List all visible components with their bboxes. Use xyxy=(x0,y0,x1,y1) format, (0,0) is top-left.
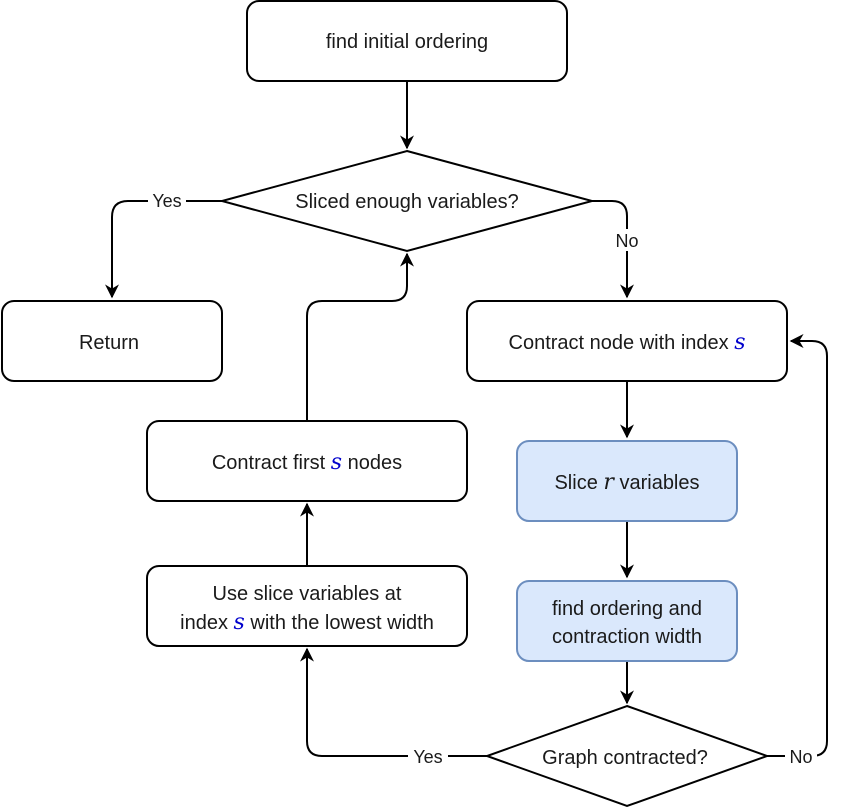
node-return: Return xyxy=(1,300,223,382)
node-contract-node-with-index: Contract node with index s xyxy=(466,300,788,382)
node-use-slice-variables: Use slice variables at index s with the … xyxy=(146,565,468,647)
edge-graph-no-to-contract-node xyxy=(767,334,828,757)
variable-s: s xyxy=(331,450,342,475)
edge-label-graph-no: No xyxy=(789,747,812,767)
node-use-slice-line2-prefix: index xyxy=(180,612,233,634)
node-find-initial-ordering-label: find initial ordering xyxy=(326,31,488,53)
node-contract-first-s-nodes: Contract first s nodes xyxy=(146,420,468,502)
node-use-slice-line1: Use slice variables at xyxy=(213,583,402,605)
variable-s: s xyxy=(234,610,245,635)
edge-labels: Yes No Yes No xyxy=(148,189,817,767)
edge-label-sliced-no: No xyxy=(615,231,638,251)
node-contract-node-label: Contract node with index s xyxy=(509,330,746,355)
variable-r: r xyxy=(603,470,615,495)
node-contract-node-prefix: Contract node with index xyxy=(509,332,735,354)
node-graph-contracted-label: Graph contracted? xyxy=(542,747,708,769)
node-return-label: Return xyxy=(79,332,139,354)
edges xyxy=(105,81,828,757)
node-find-ordering-and-width: find ordering and contraction width xyxy=(516,580,738,662)
node-graph-contracted-decision: Graph contracted? xyxy=(484,704,770,808)
edge-sliced-yes-to-return xyxy=(105,200,222,299)
node-find-ordering-line1: find ordering and xyxy=(552,598,702,620)
node-contract-first-prefix: Contract first xyxy=(212,452,331,474)
edge-graph-yes-to-use-slice xyxy=(300,647,487,757)
variable-s: s xyxy=(734,330,745,355)
node-find-ordering-line2: contraction width xyxy=(552,626,702,648)
node-sliced-enough-decision: Sliced enough variables? xyxy=(218,149,596,253)
node-use-slice-line2-suffix: with the lowest width xyxy=(245,612,434,634)
edge-sliced-no-to-contract-node xyxy=(592,200,634,299)
node-slice-r-suffix: variables xyxy=(614,472,700,494)
node-sliced-enough-label: Sliced enough variables? xyxy=(295,191,519,213)
node-contract-first-label: Contract first s nodes xyxy=(212,450,402,475)
node-contract-first-suffix: nodes xyxy=(342,452,402,474)
edge-label-sliced-yes: Yes xyxy=(152,191,181,211)
node-find-initial-ordering: find initial ordering xyxy=(246,0,568,82)
node-slice-r-prefix: Slice xyxy=(554,472,603,494)
edge-contract-first-to-sliced-enough xyxy=(306,252,414,421)
node-slice-r-variables: Slice r variables xyxy=(516,440,738,522)
node-use-slice-line2: index s with the lowest width xyxy=(180,610,434,635)
node-slice-r-label: Slice r variables xyxy=(554,470,699,495)
edge-label-graph-yes: Yes xyxy=(413,747,442,767)
